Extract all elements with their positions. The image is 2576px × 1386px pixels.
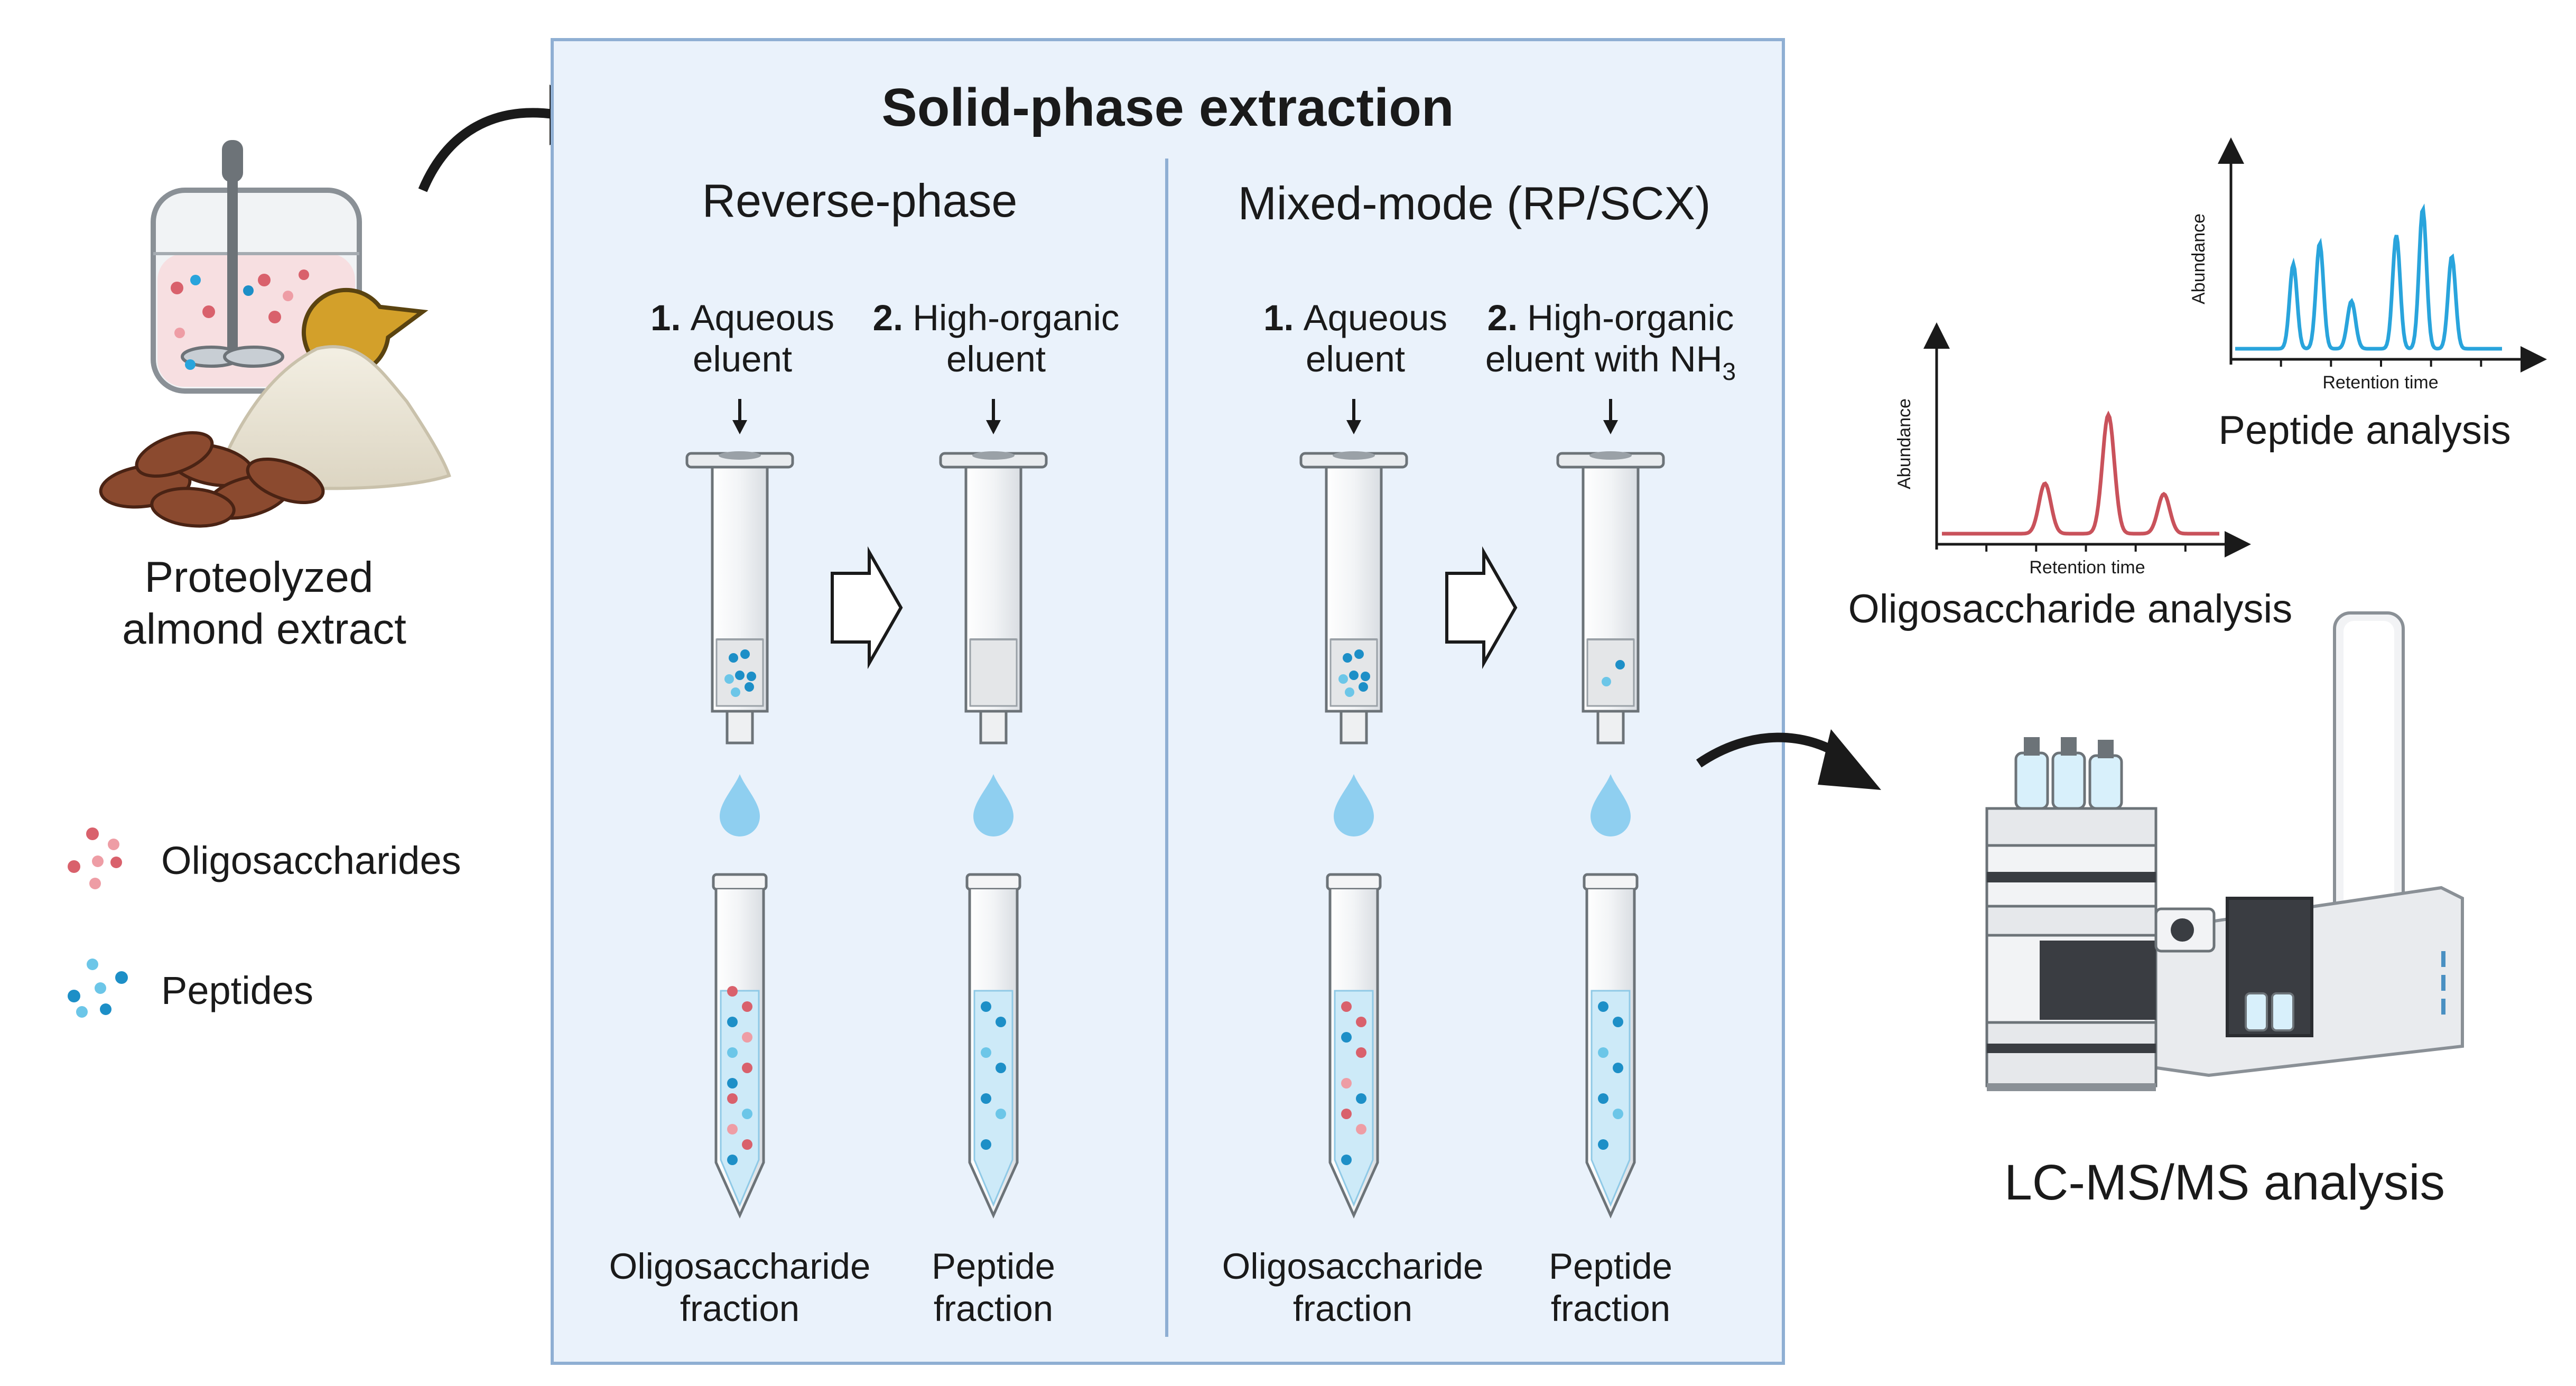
mm-step1-line2: eluent bbox=[1306, 339, 1405, 379]
mm-2-droplet-icon bbox=[1591, 774, 1631, 836]
mm-fraction2-line1: Peptide bbox=[1549, 1246, 1672, 1287]
rp-fraction1-line1: Oligosaccharide bbox=[609, 1246, 871, 1287]
legend-oligosaccharides: Oligosaccharides bbox=[161, 839, 461, 882]
legend-peptide-dots-icon bbox=[68, 959, 128, 1018]
mm-1-column-set bbox=[1299, 399, 1408, 1219]
legend-peptides: Peptides bbox=[161, 969, 313, 1012]
oligo-trace bbox=[1942, 411, 2219, 536]
mixed-mode-title: Mixed-mode (RP/SCX) bbox=[1238, 177, 1711, 229]
mm-step1-line1: 1.Aqueous bbox=[1263, 297, 1447, 338]
peptide-xlabel: Retention time bbox=[2322, 373, 2438, 393]
peptide-chromatogram: Abundance Retention time bbox=[2189, 137, 2547, 393]
rp-fraction2-line1: Peptide bbox=[932, 1246, 1055, 1287]
arrow-to-lcms-head-icon bbox=[1818, 729, 1881, 790]
peptide-x-ticks bbox=[2280, 359, 2482, 367]
spe-title: Solid-phase extraction bbox=[881, 78, 1454, 137]
rp-step2-line2: eluent bbox=[946, 339, 1046, 379]
oligo-x-ticks bbox=[1985, 544, 2187, 552]
rp-step2-line1: 2.High-organic bbox=[873, 297, 1120, 338]
mm-step2-line2: eluent with NH3 bbox=[1485, 339, 1736, 385]
rp-1-column-set bbox=[685, 399, 794, 1219]
peptide-trace bbox=[2235, 203, 2502, 351]
mm-fraction1-line1: Oligosaccharide bbox=[1222, 1246, 1484, 1287]
rp-transition-arrow-icon bbox=[831, 546, 903, 669]
oligo-xlabel: Retention time bbox=[2029, 557, 2145, 578]
legend: Oligosaccharides Peptides bbox=[68, 827, 461, 1018]
source-label-line2: almond extract bbox=[122, 605, 406, 653]
mm-2-collection-tube-icon bbox=[1583, 873, 1639, 1219]
rp-step1-line2: eluent bbox=[693, 339, 792, 379]
spe-columns bbox=[685, 399, 1665, 1219]
rp-2-droplet-icon bbox=[973, 774, 1013, 836]
rp-1-droplet-icon bbox=[720, 774, 760, 836]
mm-fraction1-line2: fraction bbox=[1293, 1288, 1412, 1329]
oligo-chromatogram: Abundance Retention time bbox=[1894, 322, 2251, 578]
rp-1-collection-tube-icon bbox=[712, 873, 768, 1219]
mm-1-collection-tube-icon bbox=[1326, 873, 1382, 1219]
rp-step1-line1: 1.Aqueous bbox=[650, 297, 834, 338]
almond-extract-illustration bbox=[99, 140, 451, 528]
source-label-line1: Proteolyzed bbox=[144, 553, 373, 601]
rp-2-column-set bbox=[939, 399, 1048, 1219]
oligo-analysis-caption: Oligosaccharide analysis bbox=[1848, 587, 2293, 631]
mm-1-droplet-icon bbox=[1334, 774, 1374, 836]
oligo-ylabel: Abundance bbox=[1894, 398, 1914, 489]
rp-2-collection-tube-icon bbox=[965, 873, 1021, 1219]
rp-fraction1-line2: fraction bbox=[680, 1288, 799, 1329]
vessel-particles bbox=[171, 269, 309, 370]
peptide-ylabel: Abundance bbox=[2189, 213, 2209, 304]
mm-fraction2-line2: fraction bbox=[1551, 1288, 1670, 1329]
mm-transition-arrow-icon bbox=[1445, 546, 1518, 669]
lcms-label: LC-MS/MS analysis bbox=[2004, 1155, 2445, 1211]
peptide-analysis-caption: Peptide analysis bbox=[2218, 408, 2510, 453]
almond-flour-icon bbox=[214, 345, 451, 490]
rp-fraction2-line2: fraction bbox=[934, 1288, 1053, 1329]
lcms-instrument-icon bbox=[1985, 611, 2464, 1091]
mm-step2-line1: 2.High-organic bbox=[1487, 297, 1734, 338]
mm-2-column-set bbox=[1556, 399, 1665, 1219]
arrow-to-spe-icon bbox=[418, 108, 566, 192]
almonds-icon bbox=[99, 431, 325, 528]
reverse-phase-title: Reverse-phase bbox=[702, 174, 1018, 227]
legend-oligo-dots-icon bbox=[68, 827, 122, 889]
